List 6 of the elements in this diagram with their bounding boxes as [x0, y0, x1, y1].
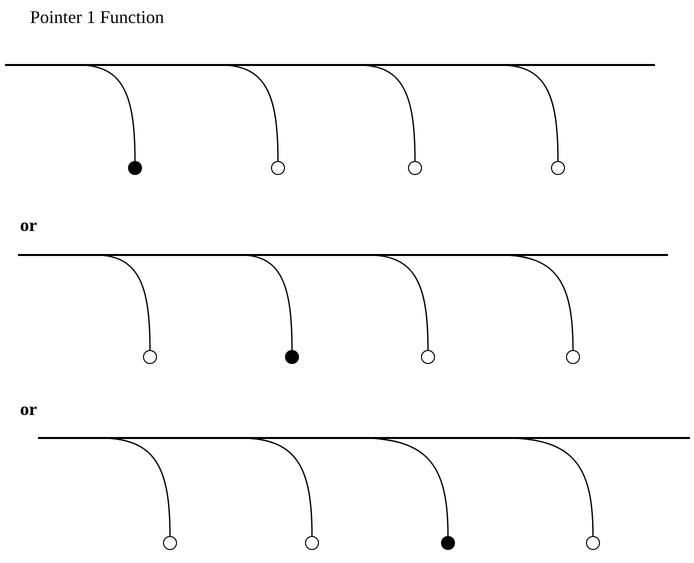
title: Pointer 1 Function	[30, 6, 164, 29]
or-label: or	[20, 214, 37, 237]
horizontal-line	[18, 254, 668, 256]
horizontal-line	[5, 64, 655, 66]
or-label: or	[20, 398, 37, 421]
horizontal-line	[38, 437, 690, 439]
